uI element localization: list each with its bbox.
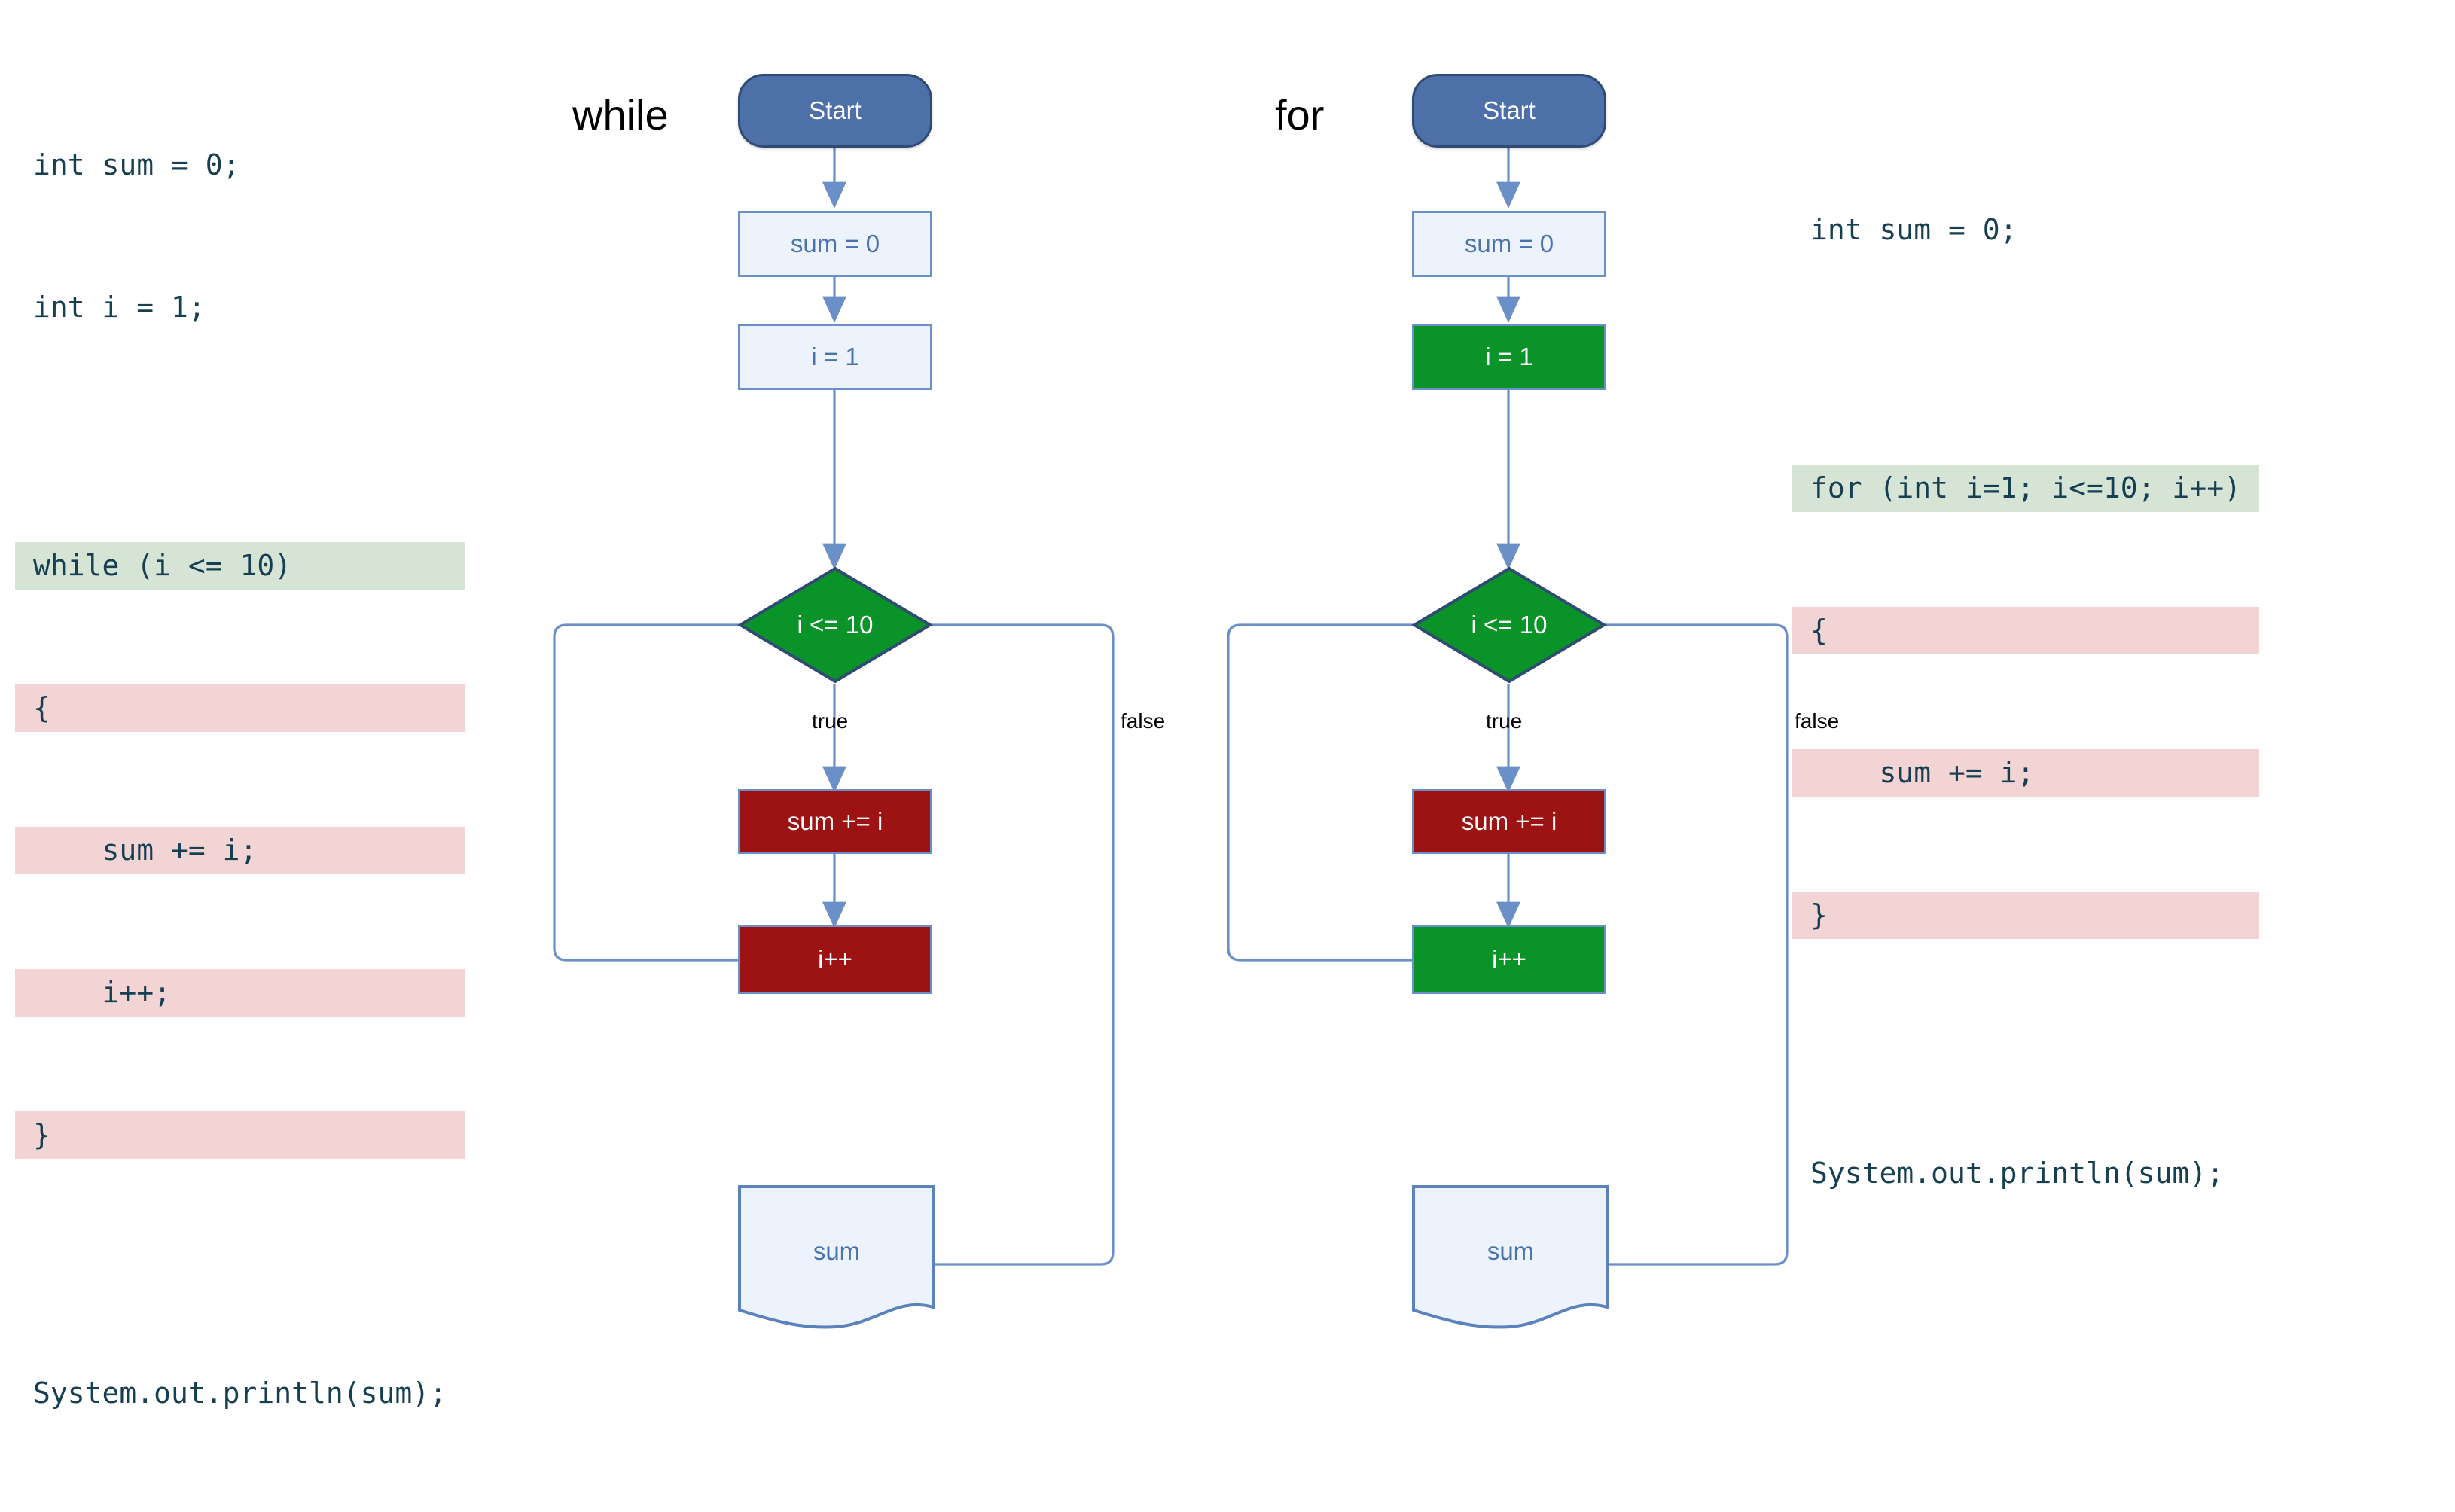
code-line: System.out.println(sum); [33, 1376, 447, 1410]
for-node-increment-label: i++ [1492, 945, 1526, 973]
for-node-increment[interactable]: i++ [1412, 925, 1606, 994]
while-node-increment-label: i++ [818, 945, 852, 973]
for-node-output-label: sum [1487, 1237, 1535, 1265]
code-line-highlight-green: for (int i=1; i<=10; i++) [1792, 465, 2259, 512]
while-node-init-sum[interactable]: sum = 0 [738, 211, 932, 277]
while-edge-label-false: false [1121, 709, 1166, 733]
code-spacer [15, 426, 465, 447]
code-spacer [15, 1254, 465, 1275]
for-node-init-i[interactable]: i = 1 [1412, 324, 1606, 390]
code-line: int sum = 0; [1810, 213, 2017, 246]
code-line-highlight-pink: } [15, 1111, 465, 1159]
while-flowchart-title: while [572, 91, 669, 139]
while-flowchart: while [527, 0, 1205, 1410]
while-node-init-i[interactable]: i = 1 [738, 324, 932, 390]
for-node-start-label: Start [1483, 96, 1536, 124]
for-edge-label-false: false [1795, 709, 1840, 733]
for-node-condition-label: i <= 10 [1471, 611, 1548, 639]
for-flowchart: for Start sum = 0 i = 1 [1201, 0, 1879, 1410]
for-node-init-i-label: i = 1 [1485, 343, 1533, 370]
while-node-output-shape[interactable] [736, 1184, 937, 1334]
for-code-snippet: int sum = 0; for (int i=1; i<=10; i++) {… [1792, 111, 2259, 1292]
for-node-condition[interactable]: i <= 10 [1412, 566, 1606, 684]
for-node-init-sum-label: sum = 0 [1464, 230, 1554, 258]
code-line-highlight-pink: sum += i; [1792, 749, 2259, 797]
for-node-init-sum[interactable]: sum = 0 [1412, 211, 1606, 277]
while-node-output[interactable]: sum [736, 1184, 937, 1319]
while-node-init-sum-label: sum = 0 [790, 230, 880, 258]
code-line: int i = 1; [33, 291, 206, 324]
while-node-increment[interactable]: i++ [738, 925, 932, 994]
while-node-start[interactable]: Start [738, 74, 932, 148]
diagram-canvas: int sum = 0; int i = 1; while (i <= 10) … [15, 0, 2259, 1410]
code-line-highlight-pink: { [1792, 607, 2259, 654]
code-line-highlight-pink: i++; [15, 969, 465, 1017]
code-line: int sum = 0; [33, 148, 240, 181]
while-edge-label-true: true [812, 709, 849, 733]
while-code-snippet: int sum = 0; int i = 1; while (i <= 10) … [15, 47, 465, 1512]
while-node-start-label: Start [809, 96, 862, 124]
code-line-highlight-pink: } [1792, 892, 2259, 939]
while-node-accumulate-label: sum += i [787, 807, 883, 835]
for-node-accumulate-label: sum += i [1461, 807, 1557, 835]
for-node-accumulate[interactable]: sum += i [1412, 789, 1606, 854]
code-line-highlight-pink: { [15, 684, 465, 732]
while-node-condition-shape[interactable] [737, 566, 933, 684]
for-flowchart-title: for [1275, 91, 1325, 139]
for-node-output-shape[interactable] [1410, 1184, 1611, 1334]
for-node-output[interactable]: sum [1410, 1184, 1611, 1319]
code-line-highlight-green: while (i <= 10) [15, 542, 465, 590]
for-node-start[interactable]: Start [1412, 74, 1606, 148]
for-node-condition-shape[interactable] [1411, 566, 1607, 684]
while-node-accumulate[interactable]: sum += i [738, 789, 932, 854]
while-node-condition[interactable]: i <= 10 [738, 566, 932, 684]
while-node-init-i-label: i = 1 [811, 343, 859, 370]
code-line-highlight-pink: sum += i; [15, 827, 465, 874]
while-node-output-label: sum [813, 1237, 861, 1265]
while-node-condition-label: i <= 10 [797, 611, 874, 639]
code-line: System.out.println(sum); [1810, 1157, 2225, 1190]
for-edge-label-true: true [1486, 709, 1523, 733]
